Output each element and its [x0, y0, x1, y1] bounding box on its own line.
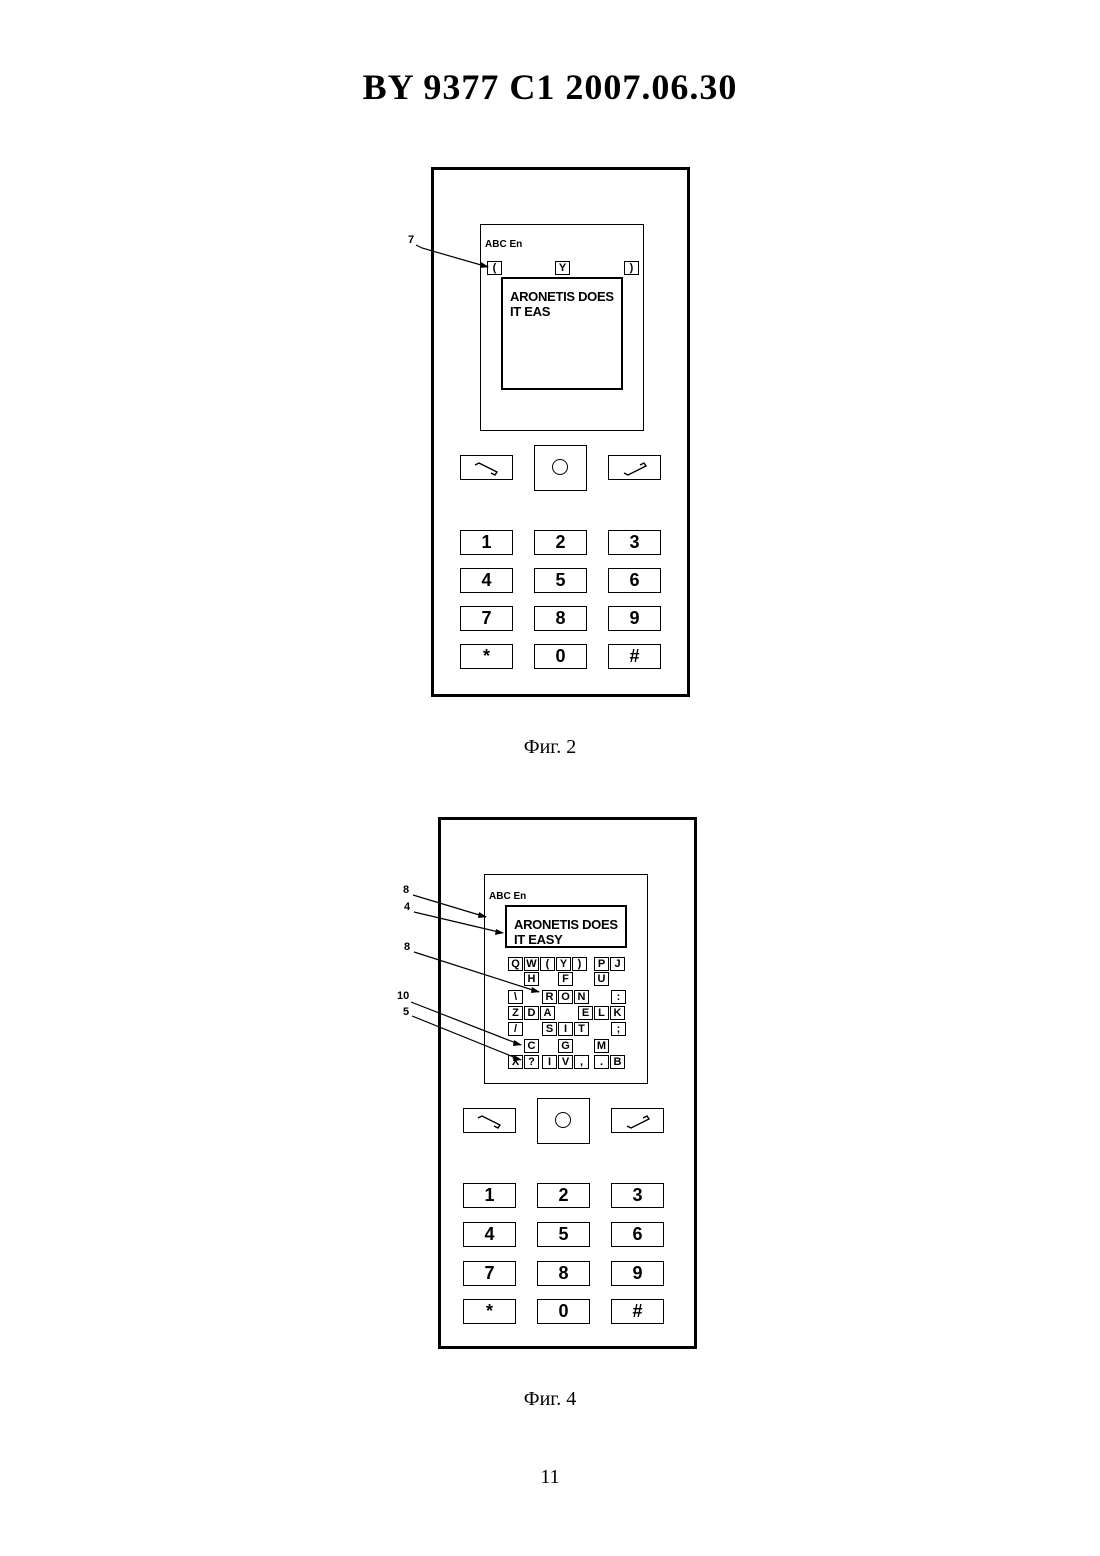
- page-number: 11: [0, 1466, 1100, 1489]
- leader-8-mid: [414, 952, 539, 992]
- leader-10: [411, 1002, 521, 1045]
- arrowhead-8-mid: [531, 987, 540, 993]
- leader-4: [414, 912, 503, 933]
- leader-8-top: [413, 895, 486, 917]
- arrowhead-7: [480, 262, 489, 268]
- fig4-caption: Фиг. 4: [0, 1388, 1100, 1411]
- arrowhead-4: [495, 929, 504, 935]
- arrowhead-5: [513, 1055, 522, 1061]
- leader-7: [416, 245, 488, 267]
- arrowhead-10: [513, 1040, 522, 1046]
- arrowhead-8-top: [478, 912, 487, 918]
